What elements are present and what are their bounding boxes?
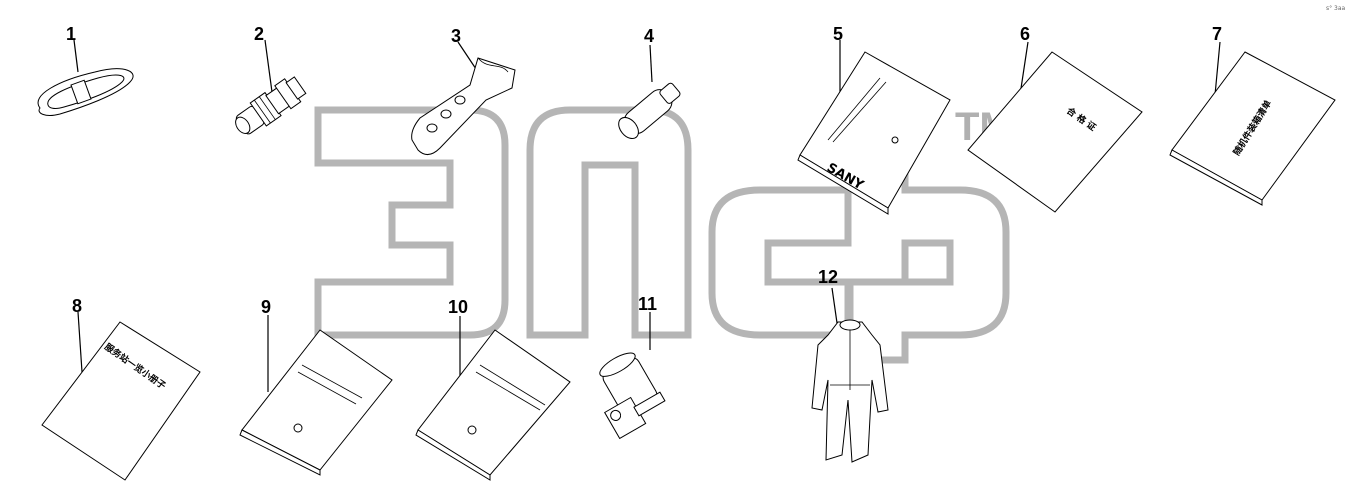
item-10-number: 10: [448, 297, 468, 317]
item-3-flashlight: 3: [411, 26, 516, 155]
item-4-cylinder: 4: [618, 26, 681, 140]
item-2-number: 2: [254, 24, 264, 44]
item-9-manual: 9: [239, 297, 393, 476]
corner-code: s° 3aa: [1326, 5, 1346, 12]
item-3-number: 3: [451, 26, 461, 46]
item-1-number: 1: [66, 24, 76, 44]
item-5-manual: 5 SANY: [797, 24, 951, 215]
item-12-number: 12: [818, 267, 838, 287]
item-7-booklet: 7 随机件装箱清单: [1169, 24, 1336, 206]
item-1-belt: 1: [37, 24, 134, 116]
item-6-number: 6: [1020, 24, 1030, 44]
item-11-number: 11: [638, 294, 657, 314]
item-7-number: 7: [1212, 24, 1222, 44]
item-4-number: 4: [644, 26, 654, 46]
item-5-number: 5: [833, 24, 843, 44]
item-10-manual: 10: [415, 297, 571, 481]
item-11-component: 11: [599, 294, 666, 440]
item-8-number: 8: [72, 296, 82, 316]
item-12-coverall: 12: [811, 267, 889, 463]
item-9-number: 9: [261, 297, 271, 317]
item-6-certificate: 6 合 格 证: [967, 24, 1143, 213]
item-8-booklet: 8 服务站一览小册子: [41, 296, 201, 481]
item-2-fitting: 2: [235, 24, 307, 135]
